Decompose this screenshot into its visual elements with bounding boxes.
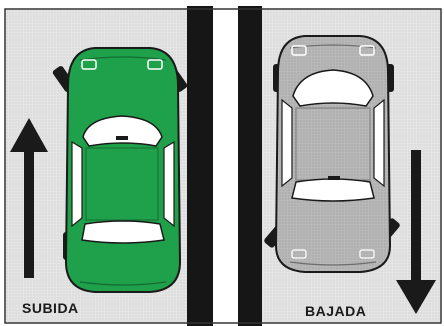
car-uphill bbox=[52, 48, 189, 292]
divider-bar-left bbox=[187, 6, 213, 326]
car-downhill bbox=[263, 36, 401, 272]
label-uphill: SUBIDA bbox=[22, 300, 79, 316]
car-uphill-window-left bbox=[72, 142, 82, 226]
label-downhill: BAJADA bbox=[305, 303, 366, 319]
center-divider bbox=[187, 6, 262, 326]
car-downhill-roof bbox=[296, 108, 370, 180]
divider-bar-right bbox=[238, 6, 262, 326]
car-uphill-window-right bbox=[164, 142, 174, 226]
divider-white-strip bbox=[213, 6, 238, 326]
car-downhill-window-right bbox=[374, 100, 384, 186]
car-uphill-roof bbox=[86, 148, 158, 220]
car-downhill-window-left bbox=[282, 100, 292, 186]
car-downhill-rear-window bbox=[292, 179, 374, 201]
car-uphill-rear-window bbox=[82, 221, 164, 243]
